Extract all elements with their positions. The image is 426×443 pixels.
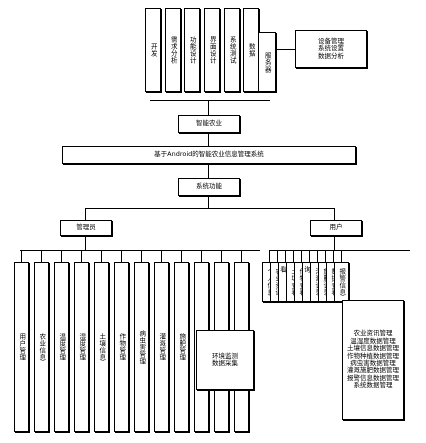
node-mid: 系统功能 <box>178 178 240 196</box>
right-branch-stub <box>309 250 310 262</box>
node-top-left-c: 功能设计 <box>184 8 200 92</box>
split-h <box>85 208 335 209</box>
right-branch-stub <box>277 250 278 262</box>
node-top-left-a: 开发 <box>145 8 161 92</box>
left-branch-item: 土壤信息 <box>94 262 109 432</box>
right-branch-item: 报警信息 <box>334 262 349 302</box>
left-branch-item: 用户管理 <box>14 262 29 432</box>
link-mid-right <box>277 49 295 50</box>
node-right-group: 用户 <box>310 220 362 236</box>
right-rail <box>270 250 410 251</box>
left-branch-item: 施肥管理 <box>174 262 189 432</box>
left-branch-item: 农业信息 <box>34 262 49 432</box>
node-root: 智能农业 <box>178 115 240 133</box>
left-branch-stub <box>61 250 62 262</box>
left-branch-item: 湿度管理 <box>74 262 89 432</box>
trunk-top <box>150 100 270 101</box>
right-group-down <box>334 236 335 250</box>
left-branch-stub <box>241 250 242 262</box>
node-left-group: 管理员 <box>60 220 112 236</box>
trunk-mid-down <box>208 196 209 208</box>
right-branch-stub <box>325 250 326 262</box>
split-right-v <box>334 208 335 220</box>
left-branch-stub <box>81 250 82 262</box>
left-branch-stub <box>21 250 22 262</box>
left-branch-item: 作物管理 <box>114 262 129 432</box>
trunk-main-down <box>208 164 209 178</box>
node-top-mid: 服务器 <box>258 32 276 92</box>
right-branch-stub <box>301 250 302 262</box>
left-group-down <box>85 236 86 250</box>
right-branch-stub <box>293 250 294 262</box>
node-top-right: 设备管理 系统设置 数据分析 <box>295 30 367 68</box>
left-branch-stub <box>201 250 202 262</box>
left-branch-stub <box>161 250 162 262</box>
node-stack-right: 农业资讯管理 温湿度数据管理 土壤信息数据管理 作物种植数据管理 病虫害数据管理… <box>342 300 404 420</box>
node-top-mid-label: 数据 <box>243 8 259 92</box>
left-branch-stub <box>181 250 182 262</box>
node-top-left-d: 界面设计 <box>204 8 220 92</box>
node-top-left-e: 系统测试 <box>224 8 240 92</box>
right-branch-stub <box>341 250 342 262</box>
right-branch-stub <box>333 250 334 262</box>
right-branch-stub <box>269 250 270 262</box>
node-stack-mid: 环境监测 数据采集 <box>196 330 254 390</box>
left-branch-item: 灌溉管理 <box>154 262 169 432</box>
trunk-top-v <box>208 100 209 115</box>
node-main-app: 基于Android的智能农业信息管理系统 <box>62 146 356 164</box>
right-branch-stub <box>285 250 286 262</box>
left-branch-stub <box>121 250 122 262</box>
node-top-left-b: 需求分析 <box>165 8 181 92</box>
left-branch-stub <box>141 250 142 262</box>
left-branch-stub <box>41 250 42 262</box>
left-rail <box>20 250 260 251</box>
left-branch-stub <box>101 250 102 262</box>
left-branch-stub <box>221 250 222 262</box>
right-branch-stub <box>317 250 318 262</box>
split-left-v <box>85 208 86 220</box>
left-branch-item: 温度管理 <box>54 262 69 432</box>
trunk-root-down <box>208 133 209 146</box>
left-branch-item: 病虫害管理 <box>134 262 149 432</box>
